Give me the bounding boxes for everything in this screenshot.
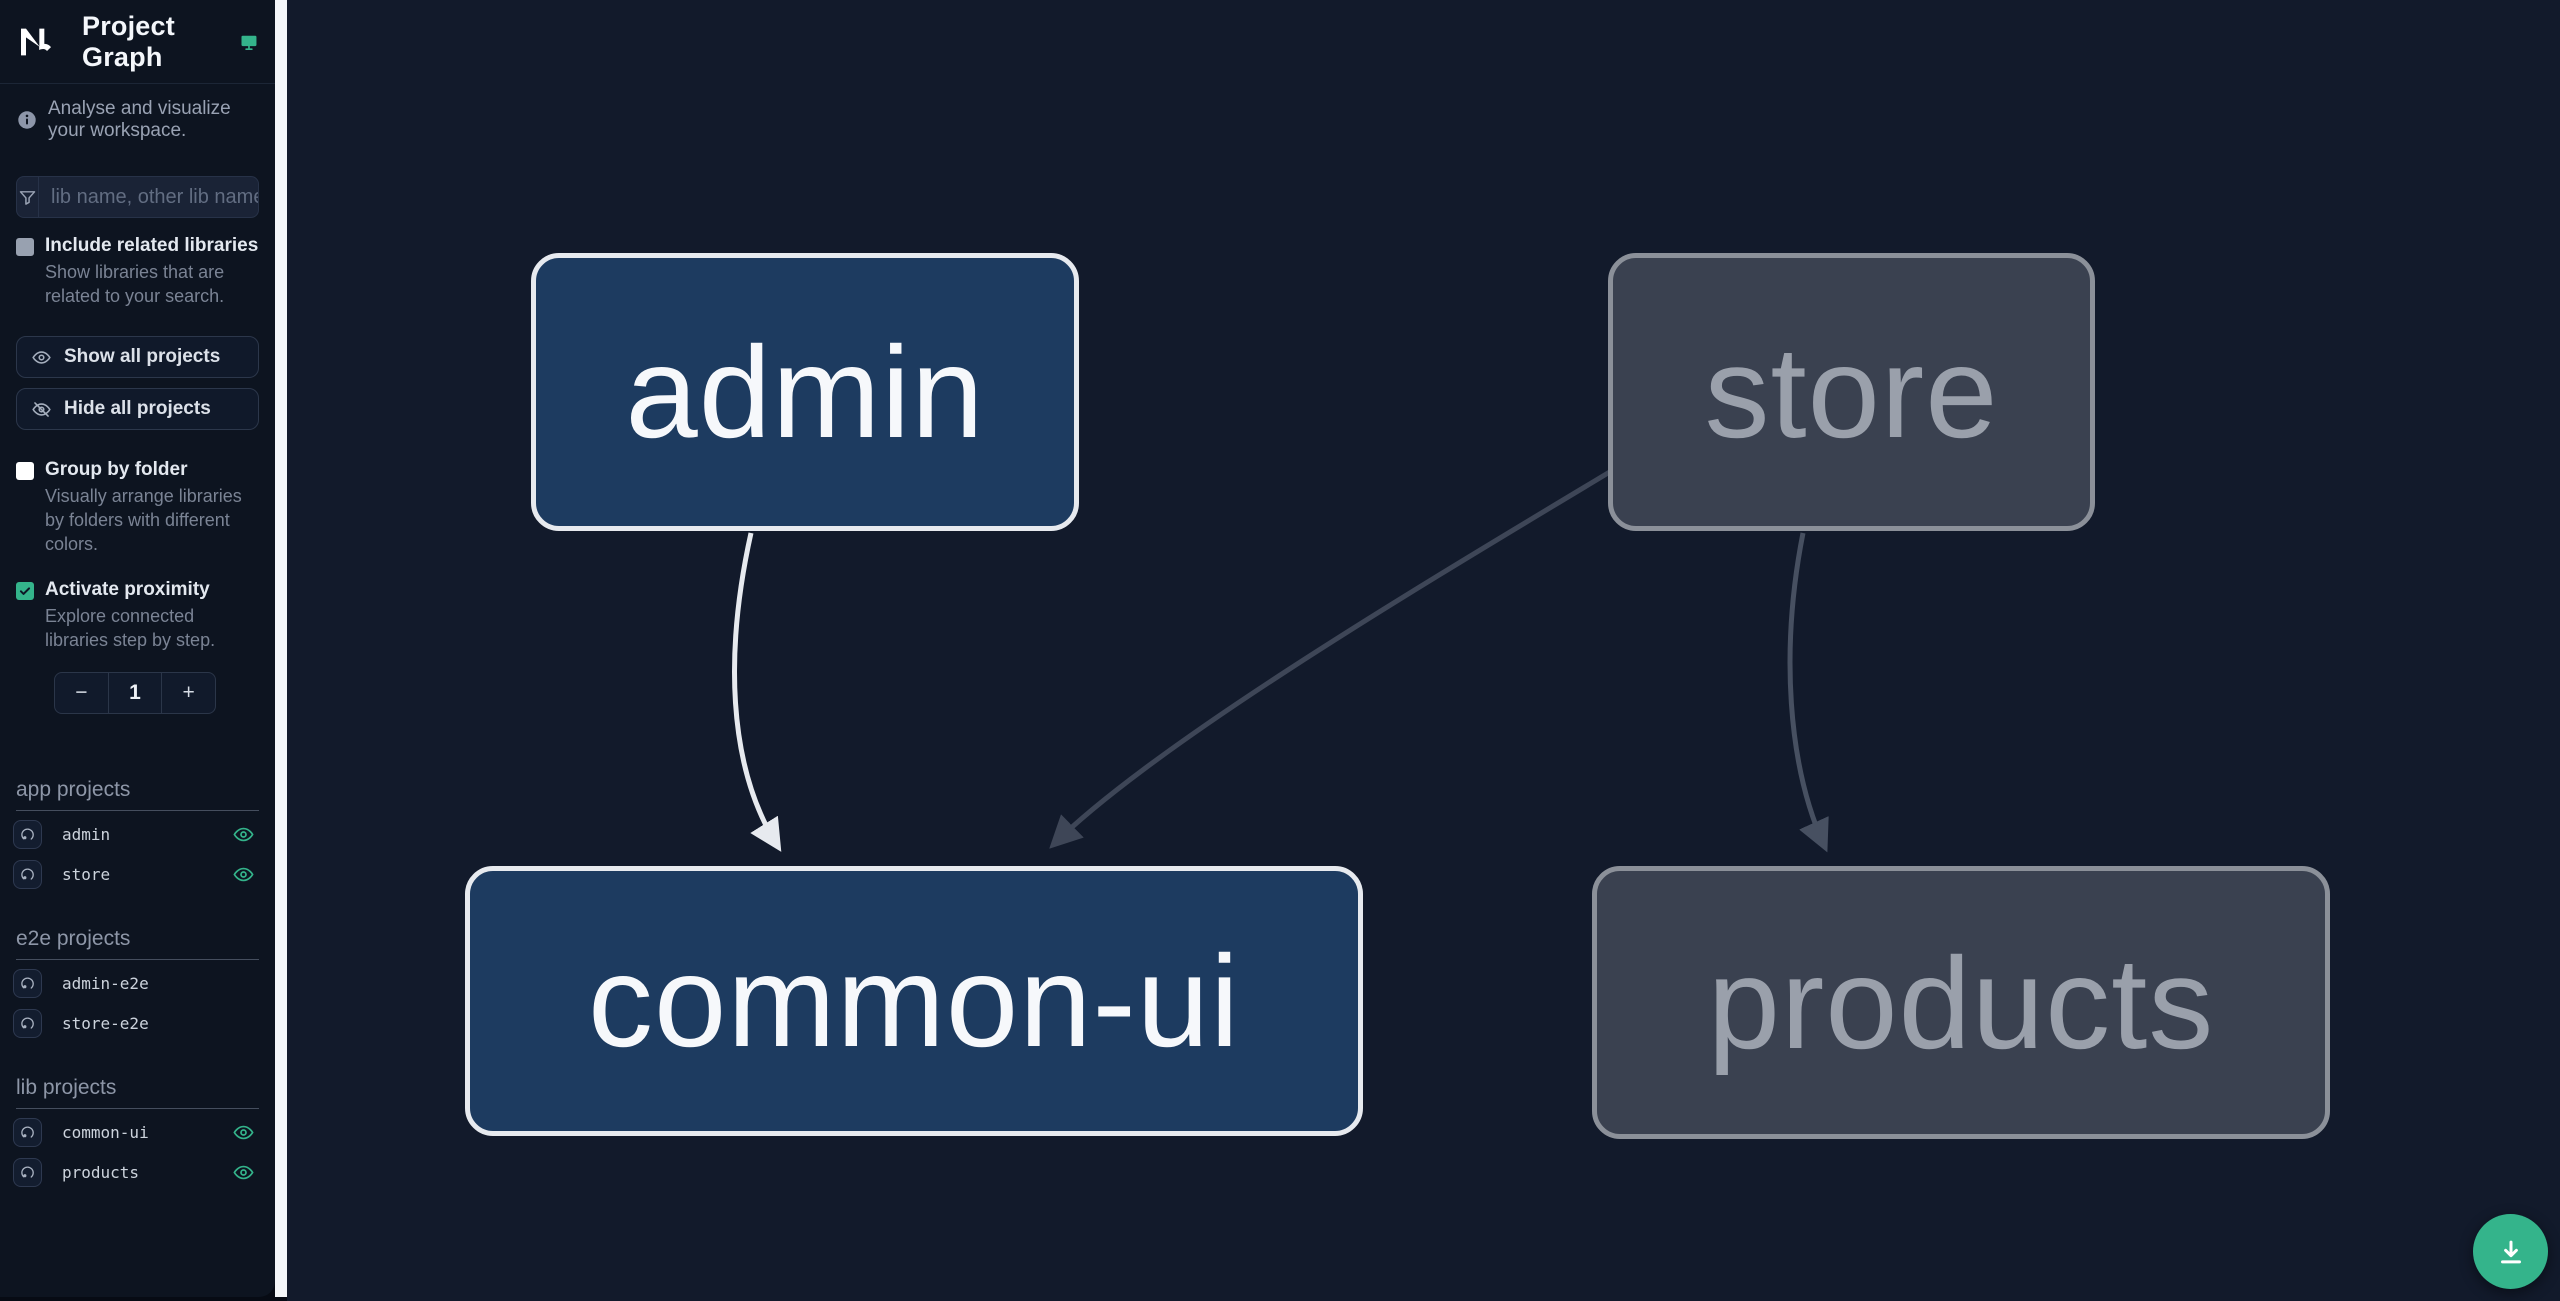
monitor-icon[interactable] <box>239 29 259 55</box>
save-image-button[interactable] <box>2473 1214 2548 1289</box>
project-name: common-ui <box>62 1122 149 1142</box>
button-label: Hide all projects <box>64 398 211 419</box>
node-label: products <box>1707 929 2215 1076</box>
toggle-description: Show libraries that are related to your … <box>45 262 225 306</box>
project-name: admin <box>62 824 111 844</box>
proximity-stepper: − 1 + <box>54 672 216 714</box>
section-title: app projects <box>16 778 259 811</box>
hide-all-projects-button[interactable]: Hide all projects <box>16 388 259 430</box>
proximity-increment-button[interactable]: + <box>162 673 215 713</box>
group-by-folder-checkbox[interactable] <box>16 462 34 480</box>
toggle-label: Include related libraries <box>45 235 259 256</box>
project-name: store <box>62 864 111 884</box>
section-title: e2e projects <box>16 927 259 960</box>
visibility-eye-icon[interactable] <box>232 1161 255 1184</box>
focus-project-button[interactable] <box>13 1117 42 1147</box>
proximity-value[interactable]: 1 <box>107 673 163 713</box>
info-icon <box>18 111 36 129</box>
project-name: store-e2e <box>62 1013 149 1033</box>
project-row-store-e2e: store-e2e <box>13 1006 259 1040</box>
download-icon <box>2500 1240 2521 1263</box>
toggle-description: Visually arrange libraries by folders wi… <box>45 486 242 554</box>
toggle-label: Group by folder <box>45 459 188 480</box>
edge-admin-to-common-ui[interactable] <box>732 532 782 852</box>
section-e2e-projects: e2e projects admin-e2e store-e2 <box>0 927 275 1040</box>
filter-icon <box>17 177 39 217</box>
section-title: lib projects <box>16 1076 259 1109</box>
focus-project-button[interactable] <box>13 968 42 998</box>
graph-canvas[interactable]: admin store common-ui products <box>287 0 2560 1301</box>
include-related-checkbox[interactable] <box>16 238 34 256</box>
toggle-description: Explore connected libraries step by step… <box>45 606 216 650</box>
project-name: products <box>62 1162 140 1182</box>
project-row-products: products <box>13 1155 259 1189</box>
focus-icon <box>21 867 34 880</box>
graph-node-admin[interactable]: admin <box>531 253 1079 531</box>
toggle-label: Activate proximity <box>45 579 210 600</box>
eye-icon <box>32 350 51 364</box>
focus-icon <box>21 1016 34 1029</box>
workspace-tagline: Analyse and visualize your workspace. <box>16 98 259 142</box>
edge-store-to-common-ui[interactable] <box>1049 467 1615 849</box>
activate-proximity-toggle: Activate proximity Explore connected lib… <box>0 578 275 652</box>
search-box <box>16 176 259 218</box>
show-all-projects-button[interactable]: Show all projects <box>16 336 259 378</box>
project-row-admin: admin <box>13 817 259 851</box>
graph-node-common-ui[interactable]: common-ui <box>465 866 1363 1136</box>
node-label: common-ui <box>588 928 1240 1074</box>
section-app-projects: app projects admin <box>0 778 275 891</box>
project-name: admin-e2e <box>62 973 149 993</box>
sidebar-resize-handle[interactable] <box>275 0 287 1297</box>
edge-store-to-products[interactable] <box>1787 532 1829 853</box>
focus-project-button[interactable] <box>13 819 42 849</box>
focus-project-button[interactable] <box>13 1008 42 1038</box>
group-by-folder-toggle: Group by folder Visually arrange librari… <box>0 458 275 556</box>
project-row-store: store <box>13 857 259 891</box>
tagline-text: Analyse and visualize your workspace. <box>48 98 231 141</box>
focus-project-button[interactable] <box>13 1157 42 1187</box>
check-icon <box>19 587 31 595</box>
visibility-eye-icon[interactable] <box>232 863 255 886</box>
activate-proximity-checkbox[interactable] <box>16 582 34 600</box>
project-row-common-ui: common-ui <box>13 1115 259 1149</box>
proximity-decrement-button[interactable]: − <box>55 673 108 713</box>
focus-icon <box>21 976 34 989</box>
graph-edges-layer <box>732 467 1829 853</box>
focus-icon <box>21 1125 34 1138</box>
visibility-eye-icon[interactable] <box>232 823 255 846</box>
app-title: Project Graph <box>82 10 175 72</box>
graph-node-products[interactable]: products <box>1592 866 2330 1139</box>
focus-icon <box>21 1165 34 1178</box>
visibility-eye-icon[interactable] <box>232 1121 255 1144</box>
node-label: admin <box>625 319 985 465</box>
sidebar-header: Project Graph <box>0 0 275 84</box>
eye-off-icon <box>32 401 51 417</box>
project-row-admin-e2e: admin-e2e <box>13 966 259 1000</box>
node-label: store <box>1704 319 1999 465</box>
focus-icon <box>21 827 34 840</box>
button-label: Show all projects <box>64 346 221 367</box>
graph-node-store[interactable]: store <box>1608 253 2095 531</box>
section-lib-projects: lib projects common-ui <box>0 1076 275 1189</box>
nx-logo <box>21 28 51 55</box>
include-related-toggle: Include related libraries Show libraries… <box>0 234 275 308</box>
search-input[interactable] <box>39 177 258 217</box>
focus-project-button[interactable] <box>13 859 42 889</box>
sidebar: Project Graph Analyse and visualize your… <box>0 0 275 1297</box>
